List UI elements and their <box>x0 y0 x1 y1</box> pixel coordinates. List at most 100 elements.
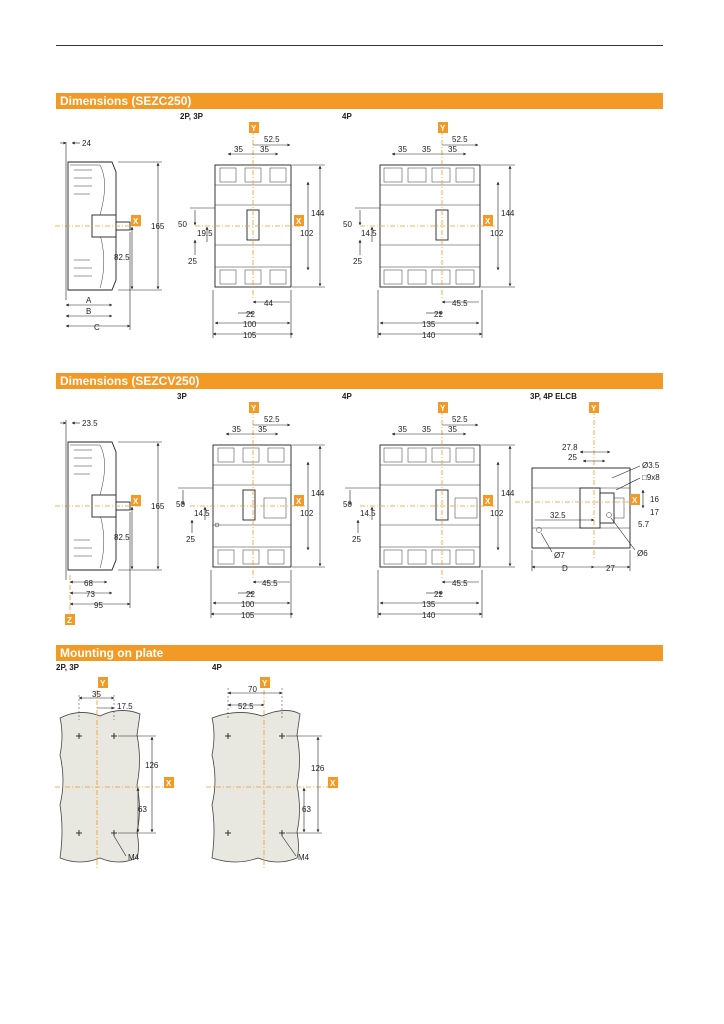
dim-25: 25 <box>568 453 577 462</box>
axis-x-label: X <box>133 217 139 226</box>
axis-y-label: Y <box>591 404 597 413</box>
dim-25: 25 <box>188 257 197 266</box>
dim-32-5: 32.5 <box>550 511 566 520</box>
dim-52-5: 52.5 <box>264 415 280 424</box>
dim-144: 144 <box>501 209 515 218</box>
dim-35: 35 <box>422 145 431 154</box>
dim-68: 68 <box>84 579 93 588</box>
dim-c: C <box>94 323 100 332</box>
axis-y-label: Y <box>440 404 446 413</box>
dim-35: 35 <box>398 425 407 434</box>
dim-63: 63 <box>302 805 311 814</box>
dim-23-5: 23.5 <box>82 419 98 428</box>
dim-9x8: □9x8 <box>642 473 660 482</box>
dim-135: 135 <box>422 320 436 329</box>
dim-52-5: 52.5 <box>264 135 280 144</box>
axis-x-label: X <box>485 497 491 506</box>
dim-105: 105 <box>243 331 257 340</box>
mounting-plate-4p: Y X 70 52.5 126 63 M4 <box>206 677 338 870</box>
dim-a: A <box>86 296 92 305</box>
dim-50: 50 <box>343 500 352 509</box>
dim-24: 24 <box>82 139 91 148</box>
dim-d: D <box>562 564 568 573</box>
section-header-sezcv250: Dimensions (SEZCV250) <box>56 373 663 389</box>
dim-14-5: 14.5 <box>361 229 377 238</box>
subheading-2p-3p: 2P, 3P <box>180 112 203 121</box>
side-view-sezcv250: 23.5 165 82.5 X 68 73 95 Z <box>55 419 165 625</box>
subheading-4p: 4P <box>342 112 352 121</box>
dim-63: 63 <box>138 805 147 814</box>
dim-19-5: 19.5 <box>197 229 213 238</box>
dim-45-5: 45.5 <box>452 579 468 588</box>
dim-25: 25 <box>353 257 362 266</box>
dim-165: 165 <box>151 502 165 511</box>
dim-35: 35 <box>448 425 457 434</box>
front-view-sezcv250-3p: Y X 52.5 35 35 144 102 50 14.5 25 45.5 2… <box>176 402 325 620</box>
front-view-sezc250-4p: Y X 52.5 35 35 35 144 102 50 14.5 25 45.… <box>343 122 515 340</box>
dim-102: 102 <box>490 229 504 238</box>
dim-27: 27 <box>606 564 615 573</box>
dim-25: 25 <box>352 535 361 544</box>
dim-45-5: 45.5 <box>452 299 468 308</box>
dim-14-5: 14.5 <box>360 509 376 518</box>
dim-100: 100 <box>243 320 257 329</box>
dim-52-5: 52.5 <box>452 135 468 144</box>
side-view-elcb: Y X 27.8 25 Ø3.5 □9x8 16 17 5.7 32.5 Ø7 … <box>515 402 660 573</box>
dim-35: 35 <box>398 145 407 154</box>
dim-102: 102 <box>490 509 504 518</box>
dim-5-7: 5.7 <box>638 520 650 529</box>
dim-50: 50 <box>178 220 187 229</box>
dim-144: 144 <box>311 209 325 218</box>
dim-52-5: 52.5 <box>452 415 468 424</box>
dim-17: 17 <box>650 508 659 517</box>
dim-35: 35 <box>234 145 243 154</box>
front-view-sezcv250-4p: Y X 52.5 35 35 35 144 102 50 14.5 25 45.… <box>343 402 515 620</box>
dim-25: 25 <box>186 535 195 544</box>
dim-52-5: 52.5 <box>238 702 254 711</box>
axis-z-label: Z <box>67 616 72 625</box>
axis-y-label: Y <box>262 679 268 688</box>
mounting-plate-2p-3p: Y X 35 17.5 126 63 M4 <box>55 677 174 870</box>
dim-dia-3-5: Ø3.5 <box>642 461 660 470</box>
dim-dia-6: Ø6 <box>637 549 648 558</box>
dim-144: 144 <box>311 489 325 498</box>
axis-x-label: X <box>632 496 638 505</box>
dim-35: 35 <box>260 145 269 154</box>
dim-105: 105 <box>241 611 255 620</box>
axis-x-label: X <box>330 779 336 788</box>
dim-45-5: 45.5 <box>262 579 278 588</box>
dim-m4: M4 <box>128 853 140 862</box>
dim-126: 126 <box>145 761 159 770</box>
subheading-4p: 4P <box>342 392 352 401</box>
top-rule <box>56 45 663 46</box>
dim-73: 73 <box>86 590 95 599</box>
dim-22: 22 <box>246 310 255 319</box>
dim-b: B <box>86 307 91 316</box>
dim-22: 22 <box>434 590 443 599</box>
subheading-4p: 4P <box>212 663 222 672</box>
axis-y-label: Y <box>100 679 106 688</box>
dim-135: 135 <box>422 600 436 609</box>
dim-82-5: 82.5 <box>114 533 130 542</box>
dim-95: 95 <box>94 601 103 610</box>
dim-dia-7: Ø7 <box>554 551 565 560</box>
axis-y-label: Y <box>251 124 257 133</box>
dim-27-8: 27.8 <box>562 443 578 452</box>
dim-50: 50 <box>343 220 352 229</box>
dim-35: 35 <box>92 690 101 699</box>
subheading-3p: 3P <box>177 392 187 401</box>
dim-16: 16 <box>650 495 659 504</box>
dim-44: 44 <box>264 299 273 308</box>
dim-82-5: 82.5 <box>114 253 130 262</box>
dim-14-5: 14.5 <box>194 509 210 518</box>
front-view-sezc250-2p-3p: Y X 52.5 35 35 144 102 50 19.5 25 44 22 … <box>178 122 325 340</box>
dim-100: 100 <box>241 600 255 609</box>
section-header-sezc250: Dimensions (SEZC250) <box>56 93 663 109</box>
dim-165: 165 <box>151 222 165 231</box>
axis-x-label: X <box>296 497 302 506</box>
dim-22: 22 <box>434 310 443 319</box>
dim-35: 35 <box>232 425 241 434</box>
dim-50: 50 <box>176 500 185 509</box>
dim-126: 126 <box>311 764 325 773</box>
section-header-mounting: Mounting on plate <box>56 645 663 661</box>
